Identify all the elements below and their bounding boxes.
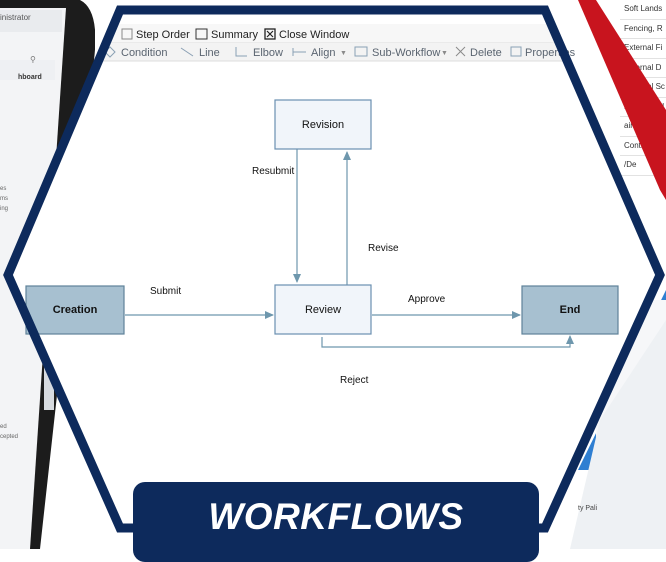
align-button[interactable]: Align ▼ <box>292 47 347 59</box>
left-header-text: inistrator <box>0 13 31 22</box>
sub-workflow-icon <box>354 46 368 57</box>
node-end[interactable]: End <box>521 285 619 335</box>
submit-label: Submit <box>150 286 181 297</box>
table-row: Fencing, R <box>620 20 666 39</box>
sub-workflow-label: Sub-Workflow <box>372 47 440 59</box>
elbow-icon <box>235 47 247 57</box>
summary-button[interactable]: Summary <box>195 28 259 41</box>
table-row: /De <box>620 156 666 176</box>
red-accent-stripe <box>578 0 666 200</box>
hexagon-border <box>3 5 665 533</box>
node-creation[interactable]: Creation <box>25 285 125 335</box>
reject-edge[interactable] <box>321 335 574 348</box>
step-order-label: Step Order <box>136 29 190 41</box>
step-order-button[interactable]: Step Order <box>121 28 190 41</box>
summary-icon <box>195 28 208 40</box>
table-row: Soft Lands <box>620 0 666 20</box>
left-snippet-4: ed <box>0 424 7 430</box>
line-label: Line <box>199 47 220 59</box>
line-icon <box>180 47 194 57</box>
resubmit-label: Resubmit <box>252 166 294 177</box>
revise-label: Revise <box>368 243 399 254</box>
condition-label: Condition <box>121 47 167 59</box>
node-end-label: End <box>560 304 581 316</box>
table-row: External Fi <box>620 39 666 59</box>
align-icon <box>292 48 306 56</box>
sub-workflow-dropdown-icon: ▼ <box>441 50 448 57</box>
workflow-edges <box>125 149 574 348</box>
left-user-icon[interactable]: ⚲ <box>30 55 36 64</box>
align-label: Align <box>311 47 335 59</box>
toolbar-row-1: Step Order Summary Close Window <box>121 28 349 41</box>
banner-title: WORKFLOWS <box>208 496 464 537</box>
left-tab-text[interactable]: hboard <box>18 74 42 81</box>
left-snippet-5: cepted <box>0 434 19 440</box>
sub-workflow-button[interactable]: Sub-Workflow ▼ <box>354 46 448 59</box>
elbow-button[interactable]: Elbow <box>235 47 283 59</box>
summary-label: Summary <box>211 29 259 41</box>
delete-button[interactable]: Delete <box>455 46 502 59</box>
hexagon-panel <box>8 10 660 528</box>
left-snippet-1: es <box>0 186 7 192</box>
close-window-label: Close Window <box>279 29 349 41</box>
node-review[interactable]: Review <box>274 284 372 335</box>
node-creation-label: Creation <box>53 304 98 316</box>
left-snippet-3: ing <box>0 206 9 212</box>
step-order-icon <box>121 28 133 40</box>
node-revision[interactable]: Revision <box>274 99 372 150</box>
left-snippet-2: ms <box>0 196 8 202</box>
delete-label: Delete <box>470 47 502 59</box>
approve-label: Approve <box>408 294 446 305</box>
node-review-label: Review <box>305 304 341 316</box>
close-window-icon <box>264 28 276 40</box>
reject-label: Reject <box>340 375 369 386</box>
node-revision-label: Revision <box>302 119 344 131</box>
properties-icon <box>510 46 522 57</box>
workflow-illustration: ty Pali Step Order Summary Close Window … <box>3 0 666 549</box>
elbow-label: Elbow <box>253 47 283 59</box>
delete-icon <box>455 46 466 57</box>
workflows-banner: WORKFLOWS <box>133 482 539 562</box>
table-row: Contr <box>620 137 666 156</box>
line-button[interactable]: Line <box>180 47 220 59</box>
toolbar-row-2: Condition Line Elbow Align ▼ Sub-Workflo… <box>104 46 576 59</box>
close-window-button[interactable]: Close Window <box>264 28 349 41</box>
align-dropdown-icon: ▼ <box>340 50 347 57</box>
bottom-right-snippet: ty Pali <box>578 505 598 512</box>
